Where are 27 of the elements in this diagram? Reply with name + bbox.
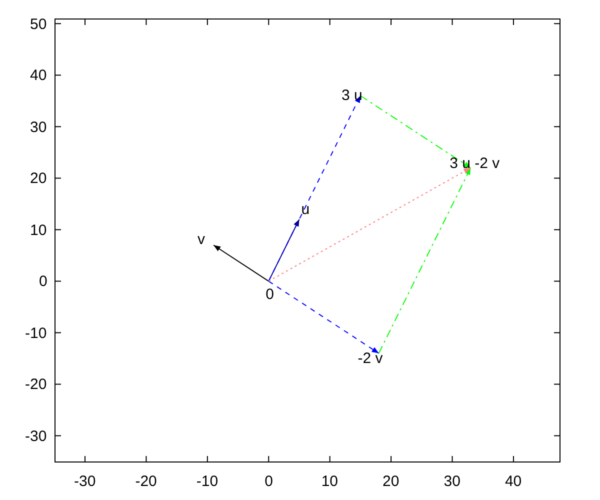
- vector-label: v: [198, 232, 206, 248]
- axis-tick-label: 0: [264, 474, 273, 489]
- axis-tick-label: -10: [196, 474, 218, 489]
- axis-tick-label: -20: [135, 474, 157, 489]
- axis-tick-label: 20: [382, 474, 400, 489]
- vector-label: -2 v: [358, 351, 383, 366]
- axis-tick-label: 10: [30, 222, 47, 238]
- vector-arrow: [378, 167, 472, 354]
- axis-tick-label: 40: [504, 474, 522, 489]
- axis-tick-label: 30: [30, 120, 47, 135]
- axis-tick-label: -20: [25, 377, 47, 392]
- vector-arrow: [360, 95, 472, 168]
- vector-label: 0: [266, 287, 274, 302]
- vector-label: u: [301, 202, 310, 218]
- vector-arrow: [268, 95, 361, 282]
- axis-tick-label: 40: [30, 68, 47, 84]
- vector-arrow: [213, 244, 270, 282]
- axis-tick-label: -30: [74, 474, 96, 489]
- vector-arrow: [268, 280, 380, 354]
- axis-tick-label: -10: [25, 326, 47, 341]
- axis-tick-label: -30: [25, 428, 47, 444]
- axis-tick-label: 20: [30, 171, 47, 186]
- axis-tick-label: 50: [30, 16, 47, 32]
- axis-tick-label: 0: [39, 274, 48, 290]
- vector-arrow: [268, 167, 472, 282]
- axis-tick-label: 10: [321, 474, 338, 489]
- axis-tick-label: 30: [444, 474, 460, 489]
